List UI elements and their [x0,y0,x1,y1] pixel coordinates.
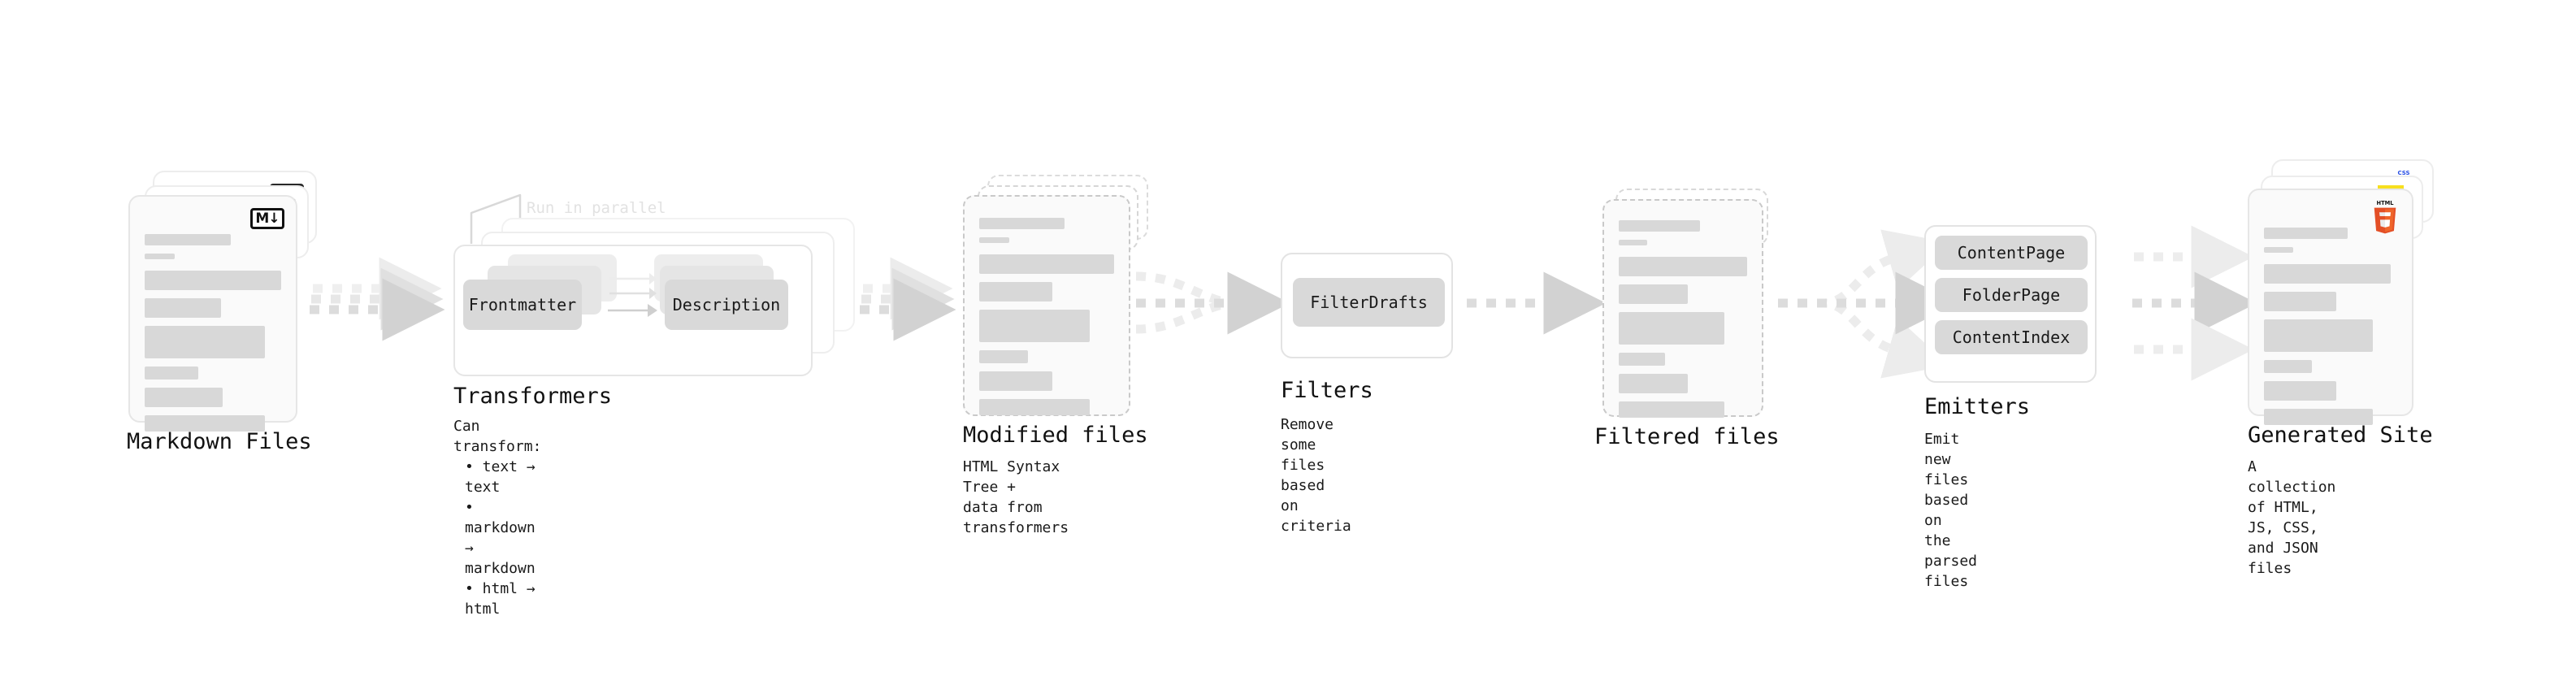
arrow-modified-to-filters [1135,271,1290,335]
placeholder-bar [1619,257,1747,276]
placeholder-bar [1619,312,1724,345]
card-placeholder-lines [2264,228,2397,433]
transformers-bullet: • html → html [465,580,536,618]
stage-title-filters: Filters [1281,378,1373,403]
placeholder-bar [2264,409,2374,425]
placeholder-bar [979,218,1065,229]
html5-icon: HTML [2370,198,2400,236]
placeholder-bar [2264,264,2391,284]
placeholder-bar [979,399,1091,415]
placeholder-bar [1619,374,1689,393]
transformers-lead: Can transform: [453,418,542,455]
card-placeholder-lines [979,218,1114,423]
placeholder-bar [2264,228,2348,239]
arrow-filtered-to-emitters [1778,229,1958,379]
svg-text:HTML: HTML [2377,200,2395,206]
card-placeholder-lines [145,234,281,440]
placeholder-bar [979,237,1009,243]
transformers-bullet: • markdown → markdown [465,499,536,577]
placeholder-bar [145,415,265,432]
emitter-chip-contentindex[interactable]: ContentIndex [1935,320,2088,354]
stage-title-generated-site: Generated Site [2248,423,2433,448]
placeholder-bar [2264,381,2336,401]
placeholder-bar [1619,401,1724,418]
filter-chip-filterdrafts[interactable]: FilterDrafts [1293,278,1445,327]
filtered-card-front [1602,199,1763,418]
placeholder-bar [1619,284,1689,304]
placeholder-bar [2264,292,2336,311]
placeholder-bar [1619,353,1665,366]
stage-desc-generated-site: A collection of HTML, JS, CSS, and JSON … [2248,458,2336,577]
stage-title-emitters: Emitters [1924,394,2031,419]
placeholder-bar [145,388,223,407]
card-placeholder-lines [1619,220,1747,426]
placeholder-bar [979,371,1052,391]
arrow-markdown-to-transformers [310,257,445,341]
placeholder-bar [2264,360,2313,373]
site-card-front: HTML [2248,189,2413,425]
emitter-chip-folderpage[interactable]: FolderPage [1935,278,2088,312]
placeholder-bar [979,310,1091,342]
transformers-bullet: • text → text [465,458,536,496]
markdown-card-front: M↓ [128,195,297,432]
placeholder-bar [1619,240,1647,245]
placeholder-bar [145,271,281,290]
transformer-chip-frontmatter[interactable]: Frontmatter [463,280,582,330]
stage-title-filtered-files: Filtered files [1594,424,1780,449]
placeholder-bar [145,298,222,318]
run-in-parallel-label: Run in parallel [527,199,666,217]
placeholder-bar [145,367,198,380]
stage-desc-emitters: Emit new files based on the parsed files [1924,431,1978,590]
stage-title-modified-files: Modified files [963,423,1148,448]
placeholder-bar [979,350,1028,363]
markdown-icon: M↓ [250,208,284,229]
placeholder-bar [145,326,265,358]
emitter-chip-contentpage[interactable]: ContentPage [1935,236,2088,270]
transformer-chip-description[interactable]: Description [665,280,788,330]
placeholder-bar [145,234,231,245]
transformers-bullets: Can transform: • text → text • markdown … [453,416,541,619]
arrow-emitters-to-site [2132,225,2257,381]
stage-title-markdown-files: Markdown Files [127,429,312,454]
placeholder-bar [2264,247,2294,253]
placeholder-bar [1619,220,1700,232]
stage-desc-modified-files: HTML Syntax Tree + data from transformer… [963,458,1069,536]
placeholder-bar [979,282,1052,301]
placeholder-bar [979,254,1114,274]
placeholder-bar [145,254,175,259]
stage-desc-filters: Remove some files based on criteria [1281,416,1351,535]
modified-card-front [963,195,1130,416]
stage-title-transformers: Transformers [453,384,613,409]
placeholder-bar [2264,319,2374,352]
